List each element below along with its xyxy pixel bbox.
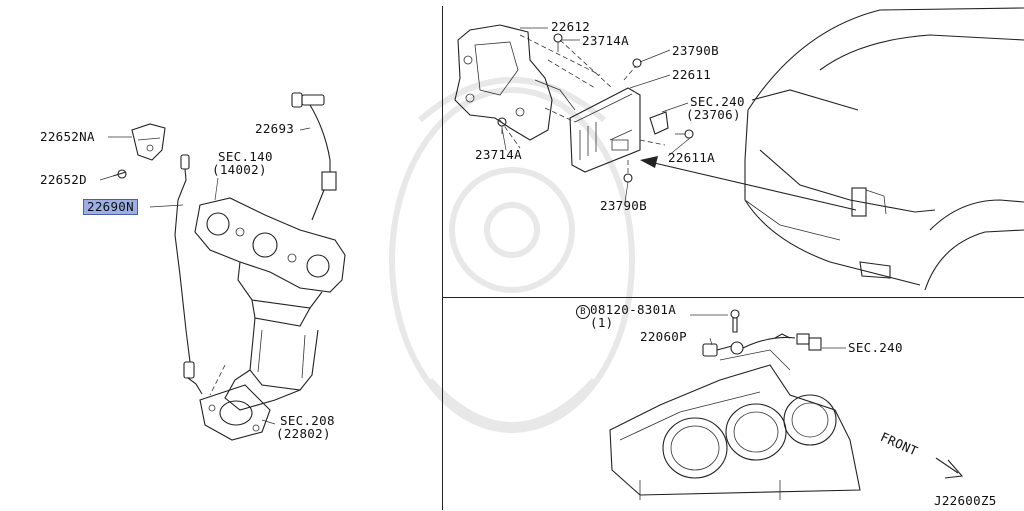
callout-23790b-top: 23790B <box>672 43 719 58</box>
callout-22690n-highlighted[interactable]: 22690N <box>83 199 138 215</box>
location-arrow <box>640 156 857 211</box>
callout-23790b-bottom: 23790B <box>600 198 647 213</box>
callout-23714a-bottom: 23714A <box>475 147 522 162</box>
callout-22612: 22612 <box>551 19 591 34</box>
sensor-bracket <box>112 123 166 179</box>
callout-22611: 22611 <box>672 67 712 82</box>
section-ref-140-code: (14002) <box>212 162 267 177</box>
exhaust-manifold-assembly <box>194 197 346 441</box>
bolt-quantity: (1) <box>590 315 614 330</box>
section-ref-240-upper-code: (23706) <box>686 107 741 122</box>
ecm-bracket <box>454 24 576 141</box>
fasteners-top <box>497 33 694 183</box>
leaders-left <box>99 127 311 425</box>
bolt-prefix-circle: B <box>576 305 590 319</box>
assembly-lines <box>499 34 666 175</box>
panel-divider-horizontal <box>442 297 1024 298</box>
cylinder-block <box>609 349 861 500</box>
bolt-part-code: 08120-8301A <box>590 302 677 317</box>
vehicle-front-view <box>744 7 1024 291</box>
panel-divider-vertical <box>442 6 443 510</box>
engine-control-module <box>569 87 641 173</box>
front-direction-arrow <box>935 457 964 479</box>
callout-22652na: 22652NA <box>40 129 95 144</box>
callout-22060p: 22060P <box>640 329 687 344</box>
air-fuel-ratio-sensor <box>291 92 337 221</box>
section-ref-240-lower: SEC.240 <box>848 340 903 355</box>
callout-22652d: 22652D <box>40 172 87 187</box>
leaders-top-right <box>501 27 691 203</box>
diagram-id: J22600Z5 <box>934 493 997 508</box>
callout-22611a: 22611A <box>668 150 715 165</box>
heated-oxygen-sensor-2 <box>174 154 203 395</box>
leaders-bottom-right <box>690 314 846 349</box>
callout-23714a-top: 23714A <box>582 33 629 48</box>
section-ref-208: SEC.208 <box>280 413 335 428</box>
section-ref-140: SEC.140 <box>218 149 273 164</box>
section-ref-208-code: (22802) <box>276 426 331 441</box>
section-ref-240-upper: SEC.240 <box>690 94 745 109</box>
callout-22693: 22693 <box>255 121 295 136</box>
knock-sensor <box>702 309 822 357</box>
